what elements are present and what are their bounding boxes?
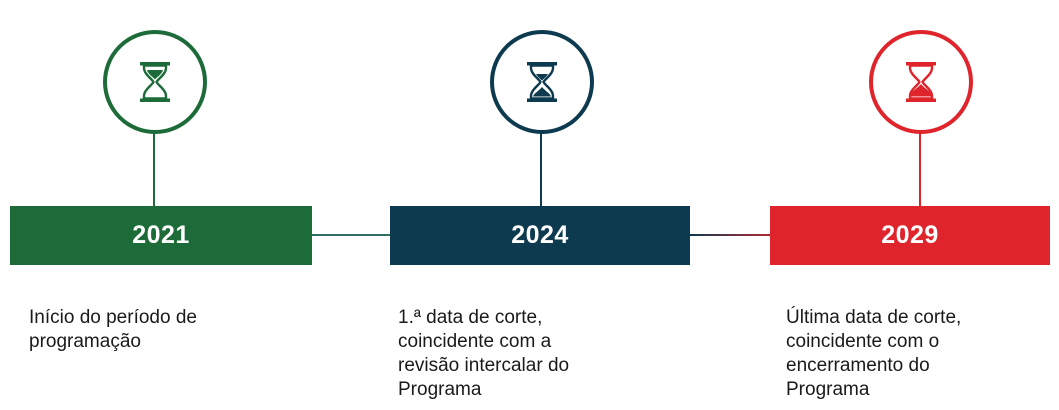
description-line: encerramento do bbox=[786, 355, 930, 376]
hourglass-icon bbox=[906, 62, 936, 102]
description-line: 1.ª data de corte, bbox=[398, 307, 543, 328]
year-label: 2021 bbox=[132, 221, 190, 249]
description-line: revisão intercalar do bbox=[398, 355, 570, 376]
milestone-stem bbox=[540, 130, 542, 206]
description-line: programação bbox=[29, 331, 141, 352]
year-box: 2029 bbox=[770, 206, 1050, 265]
description-line: Início do período de bbox=[29, 307, 197, 328]
description-line: Programa bbox=[398, 379, 482, 400]
milestone-icon-circle bbox=[103, 30, 207, 134]
year-box: 2021 bbox=[10, 206, 312, 265]
milestone-description: Início do período de programação bbox=[29, 306, 197, 354]
description-line: Última data de corte, bbox=[786, 307, 962, 328]
hourglass-icon bbox=[140, 62, 170, 102]
milestone-icon-circle bbox=[869, 30, 973, 134]
milestone-description: Última data de corte, coincidente com o … bbox=[786, 306, 961, 402]
timeline-connector-1 bbox=[312, 234, 390, 236]
milestone-stem bbox=[919, 130, 921, 206]
milestone-description: 1.ª data de corte, coincidente com a rev… bbox=[398, 306, 569, 402]
description-line: Programa bbox=[786, 379, 870, 400]
milestone-icon-circle bbox=[490, 30, 594, 134]
year-label: 2024 bbox=[511, 221, 569, 249]
year-label: 2029 bbox=[881, 221, 939, 249]
timeline-connector-2 bbox=[690, 234, 770, 236]
milestone-stem bbox=[153, 130, 155, 206]
description-line: coincidente com o bbox=[786, 331, 940, 352]
hourglass-icon bbox=[527, 62, 557, 102]
description-line: coincidente com a bbox=[398, 331, 552, 352]
year-box: 2024 bbox=[390, 206, 690, 265]
